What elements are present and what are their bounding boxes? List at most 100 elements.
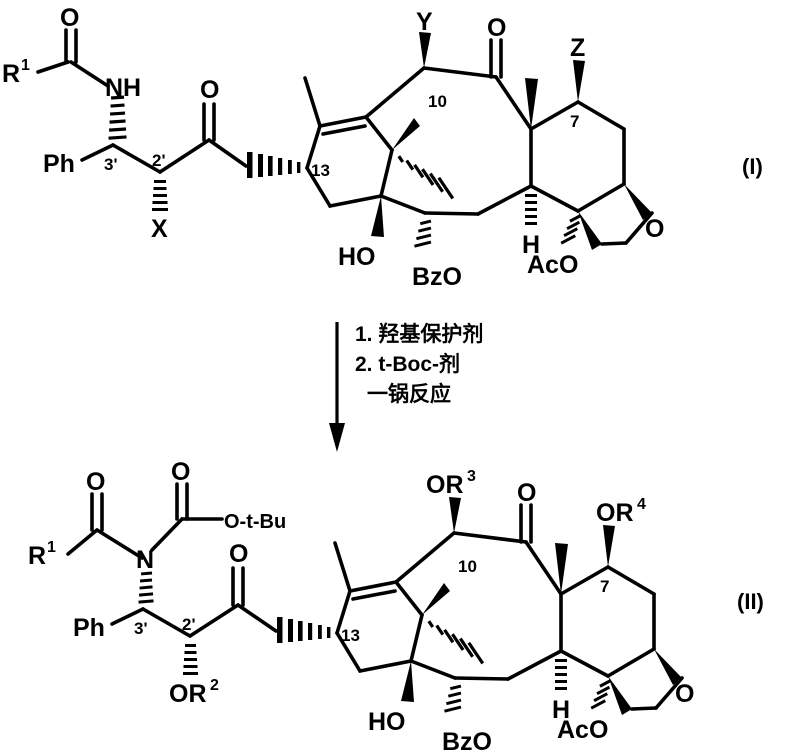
wedge-c8-methyl	[525, 78, 538, 129]
label2-c2prime: 2'	[182, 615, 196, 634]
label2-oxetane-o: O	[675, 680, 694, 708]
hash-wedge-c15-methyl-b	[397, 155, 455, 200]
bond2-c5	[559, 649, 610, 678]
wedge-oxetane-a	[624, 184, 652, 220]
bond-c3prime-c2prime	[111, 143, 162, 174]
label2-aco: AcO	[557, 716, 608, 744]
label-c2prime: 2'	[152, 151, 166, 170]
label-c10: 10	[428, 92, 447, 111]
wedge2-c1-oh	[401, 661, 414, 702]
bond2-a2	[348, 580, 398, 593]
wedge-c7-z	[573, 60, 585, 102]
label2-c13: 13	[341, 626, 360, 645]
bond2-carbonyl-n	[95, 528, 144, 560]
label-c3prime: 3'	[104, 155, 118, 174]
bond-c1	[529, 100, 580, 131]
bond2-n-boccarbonyl	[150, 517, 184, 552]
hash-wedge-c8-h	[525, 194, 537, 225]
bond-b6	[423, 211, 480, 216]
bond-a1	[305, 124, 322, 170]
bond2-c1	[559, 565, 610, 596]
wedge-c15-methyl-a	[392, 118, 420, 150]
structure-I-diagram: R 1 O NH Ph 3' 2' X O 13 Y 10 O Z 7 HO B…	[2, 4, 763, 291]
label2-c7: 7	[600, 577, 609, 596]
bond2-a3	[394, 580, 424, 617]
bond-a2-double	[321, 124, 367, 136]
bond2-c12-methyl	[333, 541, 352, 593]
wedge-c1-oh	[371, 196, 384, 237]
wedge2-c15-methyl-a	[422, 583, 450, 615]
label-core-ketone-o: O	[487, 14, 506, 42]
bond2-c4	[606, 647, 656, 678]
bond2-c3prime-c2prime	[141, 607, 192, 638]
bond-c2prime-ketone	[158, 138, 211, 174]
bond2-c2	[606, 565, 656, 596]
label-c7: 7	[570, 112, 579, 131]
bond-b7	[379, 194, 427, 215]
label2-boc-carbonyl-o: O	[171, 458, 190, 486]
bond-c4	[576, 182, 626, 213]
bond2-b6	[453, 676, 510, 681]
hash-wedge-c2prime-x	[152, 180, 168, 211]
bond-carbonyl-n	[69, 60, 110, 88]
bond-b2	[422, 66, 498, 79]
bond2-b1	[394, 531, 456, 584]
condition-line-3: 一锅反应	[367, 383, 451, 406]
label2-r1-sup: 1	[47, 539, 56, 556]
bond2-b5	[506, 649, 563, 681]
structure-I-bonds	[36, 28, 654, 250]
label-ho: HO	[338, 243, 376, 271]
label2-c10: 10	[458, 557, 477, 576]
structure-II-labels: R 1 O O N O-t-Bu Ph 3' 2' OR 2 O 13 OR 3…	[28, 458, 764, 756]
label-ph: Ph	[43, 150, 75, 178]
label2-core-ketone-o: O	[517, 479, 536, 507]
bond2-b3	[524, 540, 563, 596]
bond-b3	[494, 75, 533, 131]
label-y: Y	[416, 8, 433, 36]
bond2-a2-double	[351, 589, 397, 601]
bond-a4	[379, 148, 394, 198]
label2-r1: R	[28, 542, 46, 570]
label-bzo: BzO	[412, 263, 462, 291]
bond2-c2prime-ketone	[188, 603, 240, 638]
label-r1-sup: 1	[21, 57, 30, 74]
bond-c5	[529, 184, 580, 213]
bond2-a5	[358, 659, 413, 673]
bond2-a1	[335, 589, 352, 635]
label-c13: 13	[311, 161, 330, 180]
bond-a3	[364, 115, 394, 152]
label2-or2-sup: 2	[210, 677, 219, 694]
bond-b5	[476, 184, 533, 216]
hash-wedge-c2-obz	[414, 219, 432, 248]
hash-wedge2-c2prime-or2	[183, 644, 198, 675]
wedge2-c10-or3	[449, 497, 461, 533]
label-r1: R	[2, 60, 20, 88]
label2-h: H	[552, 696, 570, 724]
hash-wedge2-ch2-c13	[277, 617, 331, 643]
label-nh: NH	[105, 74, 141, 102]
label-carbonyl-o-1: O	[60, 4, 79, 32]
condition-line-1: 1. 羟基保护剂	[355, 323, 484, 346]
wedge2-c8-methyl	[555, 543, 568, 594]
label2-or4-sup: 4	[637, 496, 646, 513]
label-h: H	[522, 231, 540, 259]
label2-c3prime: 3'	[134, 619, 148, 638]
label-x: X	[151, 215, 168, 243]
wedge2-oxetane-c	[608, 676, 632, 715]
label-z: Z	[570, 34, 585, 62]
hash-wedge2-c15-methyl-b	[427, 620, 485, 665]
label-aco: AcO	[527, 251, 578, 279]
hash-wedge2-c2-obz	[444, 684, 462, 713]
structure-II-bonds	[66, 482, 684, 715]
label2-or3-sup: 3	[467, 468, 476, 485]
label-ketone-o: O	[200, 76, 219, 104]
label-structure-II: (II)	[737, 589, 764, 614]
label2-bzo: BzO	[442, 728, 492, 756]
bond-a6	[305, 166, 332, 208]
wedge2-c7-or4	[603, 525, 615, 567]
bond-oxetane-d	[600, 241, 628, 246]
bond-oxetane-b	[624, 211, 654, 245]
reaction-conditions: 1. 羟基保护剂 2. t-Boc-剂 一锅反应	[355, 320, 615, 410]
bond-a2	[318, 115, 368, 128]
